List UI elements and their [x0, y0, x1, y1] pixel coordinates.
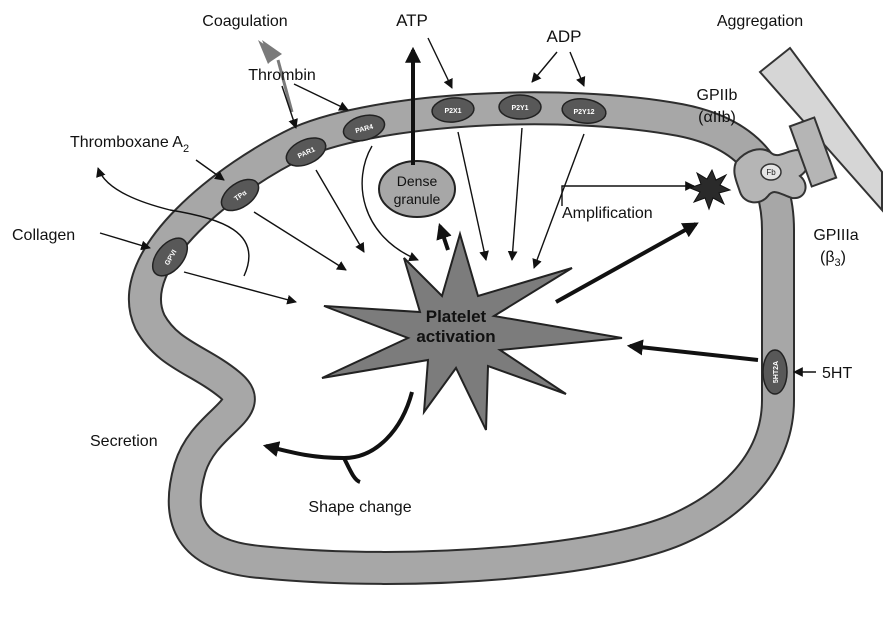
granule-release-arrow	[436, 222, 452, 251]
par1-star-arrow	[315, 169, 365, 253]
receptor-5ht2a: 5HT2A	[762, 349, 788, 395]
amplification-star	[688, 168, 732, 211]
platelet-activation-line1: Platelet	[426, 307, 487, 326]
thromboxane-export-arrow	[96, 167, 250, 277]
p2y12-star-arrow	[532, 133, 585, 269]
atp-p2x1-arrow	[427, 37, 453, 89]
thromboxane-label: Thromboxane A2	[70, 134, 189, 155]
thrombin-label: Thrombin	[248, 67, 316, 84]
collagen-label: Collagen	[12, 227, 75, 244]
gpiib-alt-label: (αIIb)	[698, 109, 736, 126]
par4-star-arrow	[361, 145, 419, 262]
shape-change-arrow	[342, 457, 361, 484]
dense-granule-line1: Dense	[397, 173, 438, 189]
coagulation-label: Coagulation	[202, 13, 287, 30]
integrin-complex: Fb	[733, 116, 838, 204]
dense-granule: Dense granule	[378, 160, 456, 218]
platelet-activation-star: Platelet activation	[321, 230, 623, 431]
receptor-gpvi: GPVI	[151, 237, 189, 277]
atp-label: ATP	[396, 11, 428, 30]
platelet-activation-line2: activation	[416, 327, 495, 346]
receptor-5ht2a-label: 5HT2A	[773, 361, 780, 383]
labels: Coagulation ATP ADP Aggregation Thrombin…	[12, 11, 859, 516]
activation-integrin-arrow	[555, 222, 699, 304]
adp-label: ADP	[547, 27, 582, 46]
gpvi-star-arrow	[183, 271, 297, 305]
secretion-arrow	[262, 391, 414, 461]
receptor-par1: PAR1	[285, 137, 327, 167]
secretion-label: Secretion	[90, 433, 158, 450]
arrows	[96, 37, 816, 484]
p2y1-star-arrow	[507, 127, 523, 261]
receptor-par4: PAR4	[342, 114, 386, 142]
gpiiia-label: GPIIIa	[813, 227, 858, 244]
vessel-wall	[758, 46, 883, 213]
receptor-tpa: TPα	[220, 178, 260, 212]
amplification-label: Amplification	[562, 205, 653, 222]
receptor-p2y1: P2Y1	[498, 94, 542, 120]
collagen-gpvi-arrow	[99, 232, 151, 251]
aggregation-label: Aggregation	[717, 13, 803, 30]
receptor-p2x1-label: P2X1	[444, 108, 461, 115]
thrombin-par1-arrow	[281, 85, 298, 129]
thrombin-par4-arrow	[293, 83, 349, 111]
receptor-par4-label: PAR4	[355, 124, 374, 135]
gpiib-label: GPIIb	[697, 87, 738, 104]
coagulation-arrow	[276, 59, 294, 113]
dense-granule-line2: granule	[394, 191, 441, 207]
receptor-p2x1: P2X1	[431, 97, 475, 123]
fibrinogen-label: Fb	[766, 168, 776, 177]
gpiiia-alt-label: (β3)	[820, 249, 846, 269]
thromboxane-tpa-arrow	[195, 159, 225, 181]
amplification-arrow	[561, 181, 695, 206]
receptor-p2y12: P2Y12	[561, 98, 607, 124]
tpa-star-arrow	[253, 211, 347, 271]
shape-change-label: Shape change	[308, 499, 411, 516]
5ht-star-arrow	[626, 339, 759, 362]
receptor-p2y12-label: P2Y12	[573, 109, 594, 116]
adp-p2y1-arrow	[531, 51, 558, 83]
5ht-label: 5HT	[822, 365, 852, 382]
p2x1-star-arrow	[457, 131, 489, 261]
receptor-p2y1-label: P2Y1	[511, 105, 528, 112]
adp-p2y12-arrow	[569, 51, 586, 87]
